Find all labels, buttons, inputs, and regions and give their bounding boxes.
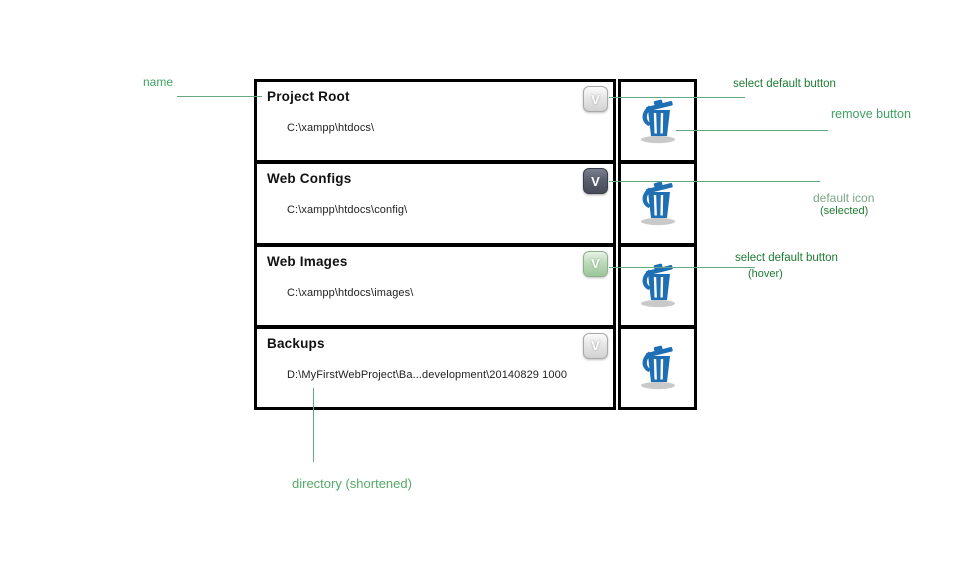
remove-button[interactable]: [621, 164, 694, 243]
select-default-button[interactable]: V: [583, 250, 608, 277]
entry-name: Web Images: [267, 253, 348, 269]
annotation-default-icon-line: [609, 181, 820, 182]
project-directory-list: Project Root C:\xampp\htdocs\ V Web Conf…: [254, 79, 616, 410]
entry-name: Project Root: [267, 89, 350, 104]
select-default-button-label: V: [591, 91, 600, 107]
annotation-name-label: name: [143, 75, 174, 89]
select-default-button-label: V: [591, 256, 600, 271]
trash-icon: [634, 93, 682, 150]
trash-icon: [634, 175, 682, 232]
select-default-button[interactable]: V: [583, 332, 608, 359]
annotation-default-icon-state: (selected): [820, 205, 869, 217]
entry-directory: C:\xampp\htdocs\: [287, 122, 375, 134]
select-default-button[interactable]: V: [583, 86, 608, 112]
trash-icon: [634, 339, 682, 396]
remove-button[interactable]: [621, 82, 694, 161]
remove-button[interactable]: [621, 328, 694, 407]
select-default-button-label: V: [591, 338, 600, 354]
entry-directory: D:\MyFirstWebProject\Ba...development\20…: [287, 368, 568, 381]
annotation-hover-state: (hover): [748, 268, 783, 280]
annotation-remove-line: [676, 130, 828, 131]
entry-directory: C:\xampp\htdocs\config\: [287, 204, 408, 217]
entry-name: Web Configs: [267, 171, 352, 187]
entry-name: Backups: [267, 335, 325, 351]
annotation-directory-line: [313, 388, 314, 462]
remove-button-column: [618, 79, 697, 410]
select-default-button-label: V: [591, 173, 600, 189]
list-item: Web Configs C:\xampp\htdocs\config\ V: [257, 164, 613, 243]
select-default-button[interactable]: V: [583, 168, 608, 195]
annotation-name-line: [177, 96, 262, 97]
annotation-select-default-label: select default button: [733, 78, 836, 90]
list-item: Backups D:\MyFirstWebProject\Ba...develo…: [257, 328, 613, 407]
trash-icon: [634, 257, 682, 314]
annotation-hover-label: select default button: [735, 252, 838, 264]
remove-button[interactable]: [621, 246, 694, 325]
annotation-remove-label: remove button: [831, 107, 911, 121]
annotation-directory-label: directory (shortened): [292, 476, 412, 491]
annotation-select-default-line: [609, 97, 745, 98]
annotation-hover-line: [609, 267, 755, 268]
annotation-default-icon-label: default icon: [813, 191, 875, 205]
entry-directory: C:\xampp\htdocs\images\: [287, 286, 414, 299]
list-item: Web Images C:\xampp\htdocs\images\ V: [257, 246, 613, 325]
list-item: Project Root C:\xampp\htdocs\ V: [257, 82, 613, 161]
